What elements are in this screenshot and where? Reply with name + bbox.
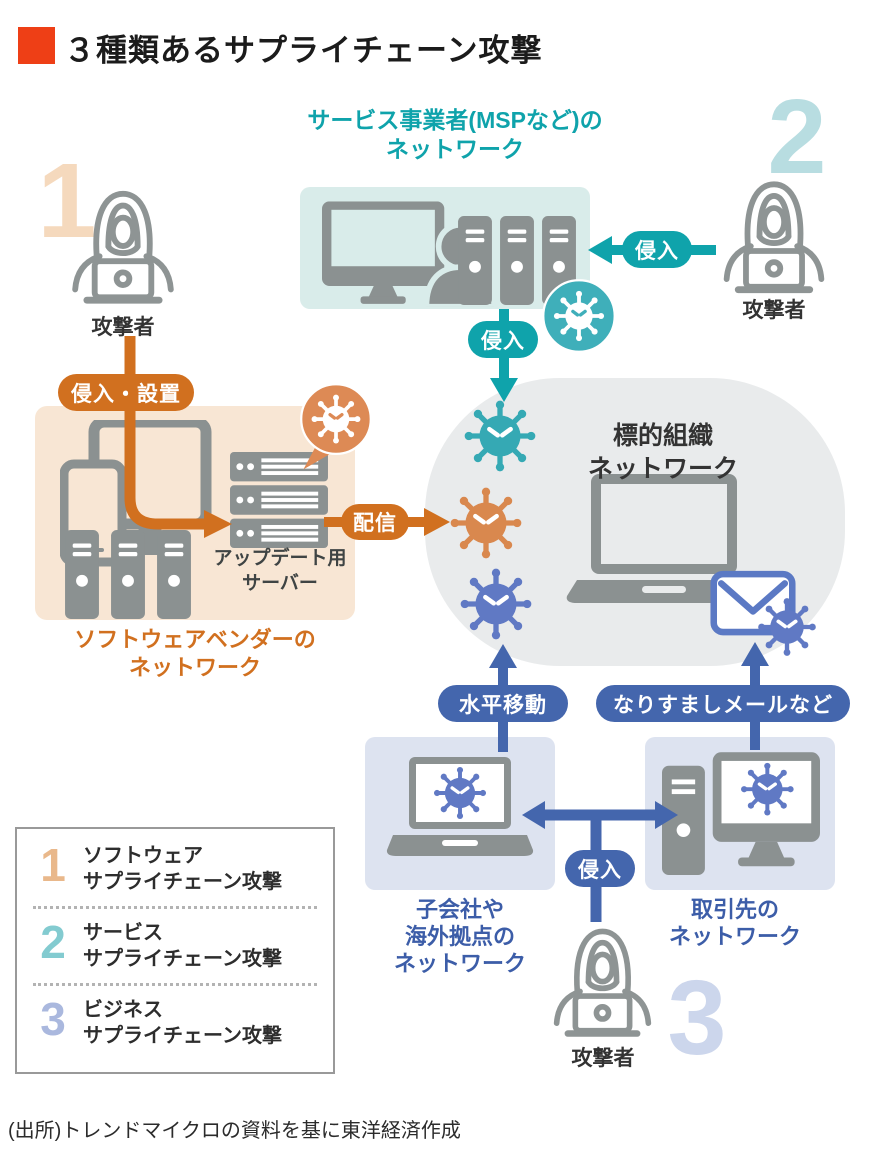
spoofed-mail-badge: なりすましメールなど [596, 685, 850, 722]
virus-icon [448, 485, 524, 561]
intrusion-badge-service: 侵入 [622, 231, 692, 268]
attacker1-number: 1 [37, 142, 97, 260]
legend-separator [33, 983, 317, 986]
attacker3-icon [546, 924, 659, 1041]
laptop-icon [383, 757, 537, 864]
partner-network-line2: ネットワーク [668, 924, 801, 949]
attacker2-label: 攻撃者 [742, 299, 806, 322]
legend-item-business: 3 ビジネス サプライチェーン攻撃 [33, 993, 317, 1049]
subsidiary-network-line2: 海外拠点の [404, 924, 515, 949]
legend-text-2-line1: サービス [83, 922, 163, 944]
subsidiary-network-line3: ネットワーク [393, 951, 526, 976]
legend-number-2: 2 [40, 916, 66, 968]
legend-item-software: 1 ソフトウェア サプライチェーン攻撃 [33, 839, 317, 895]
attacker2-number: 2 [767, 78, 827, 196]
legend-text-3-line1: ビジネス [83, 999, 163, 1021]
virus-icon [458, 566, 534, 642]
target-network-label: 標的組織 ネットワーク [538, 420, 788, 486]
server-tower-icon [500, 216, 534, 305]
virus-icon [541, 278, 617, 354]
legend-box: 1 ソフトウェア サプライチェーン攻撃 2 サービス サプライチェーン攻撃 3 … [15, 827, 335, 1074]
page-title: ３種類あるサプライチェーン攻撃 [64, 33, 543, 68]
vendor-network-caption-line2: ネットワーク [128, 655, 261, 680]
intrusion-badge-target: 侵入 [468, 321, 538, 358]
legend-number-1: 1 [40, 839, 66, 891]
server-tower-icon [458, 216, 492, 305]
msp-network-heading-line1: サービス事業者(MSPなど)の [307, 107, 603, 133]
intrusion-badge-partner: 侵入 [565, 850, 635, 887]
source-note: (出所)トレンドマイクロの資料を基に東洋経済作成 [8, 1120, 461, 1142]
legend-number-3: 3 [40, 993, 66, 1045]
update-server-label: アップデート用 サーバー [203, 546, 357, 596]
server-tower-icon [64, 530, 100, 619]
intrusion-install-badge: 侵入・設置 [58, 374, 194, 411]
subsidiary-network-line1: 子会社や [415, 897, 504, 922]
virus-icon [756, 596, 818, 658]
partner-network-line1: 取引先の [690, 897, 779, 922]
title-accent-square [18, 27, 55, 64]
delivery-badge: 配信 [341, 504, 409, 540]
legend-text-1-line2: サプライチェーン攻撃 [83, 871, 282, 893]
target-network-label-line2: ネットワーク [587, 455, 738, 483]
vendor-network-caption-line1: ソフトウェアベンダーの [74, 627, 316, 652]
attacker2-icon [716, 176, 832, 298]
server-tower-icon [156, 530, 192, 619]
lateral-move-badge: 水平移動 [438, 685, 568, 722]
legend-text-1: ソフトウェア サプライチェーン攻撃 [83, 843, 282, 895]
legend-text-1-line1: ソフトウェア [83, 845, 203, 867]
virus-icon [462, 398, 538, 474]
legend-text-2: サービス サプライチェーン攻撃 [83, 920, 282, 972]
subsidiary-network-label: 子会社や 海外拠点の ネットワーク [380, 896, 540, 977]
legend-separator [33, 906, 317, 909]
attacker3-label: 攻撃者 [571, 1047, 635, 1070]
legend-text-3: ビジネス サプライチェーン攻撃 [83, 997, 282, 1049]
msp-network-heading-line2: ネットワーク [386, 136, 524, 162]
update-server-label-line2: サーバー [242, 573, 318, 594]
server-tower-icon [110, 530, 146, 619]
legend-text-2-line2: サプライチェーン攻撃 [83, 948, 282, 970]
msp-network-heading: サービス事業者(MSPなど)の ネットワーク [235, 106, 675, 164]
legend-text-3-line2: サプライチェーン攻撃 [83, 1025, 282, 1047]
attacker3-number: 3 [667, 959, 727, 1077]
attacker1-label: 攻撃者 [91, 316, 155, 339]
attacker1-icon [64, 186, 182, 308]
partner-network-label: 取引先の ネットワーク [650, 896, 820, 950]
legend-item-service: 2 サービス サプライチェーン攻撃 [33, 916, 317, 972]
virus-icon [299, 382, 373, 471]
desktop-icon [662, 752, 820, 882]
target-network-label-line1: 標的組織 [612, 422, 713, 450]
update-server-label-line1: アップデート用 [213, 548, 347, 569]
vendor-network-caption: ソフトウェアベンダーの ネットワーク [35, 626, 355, 682]
